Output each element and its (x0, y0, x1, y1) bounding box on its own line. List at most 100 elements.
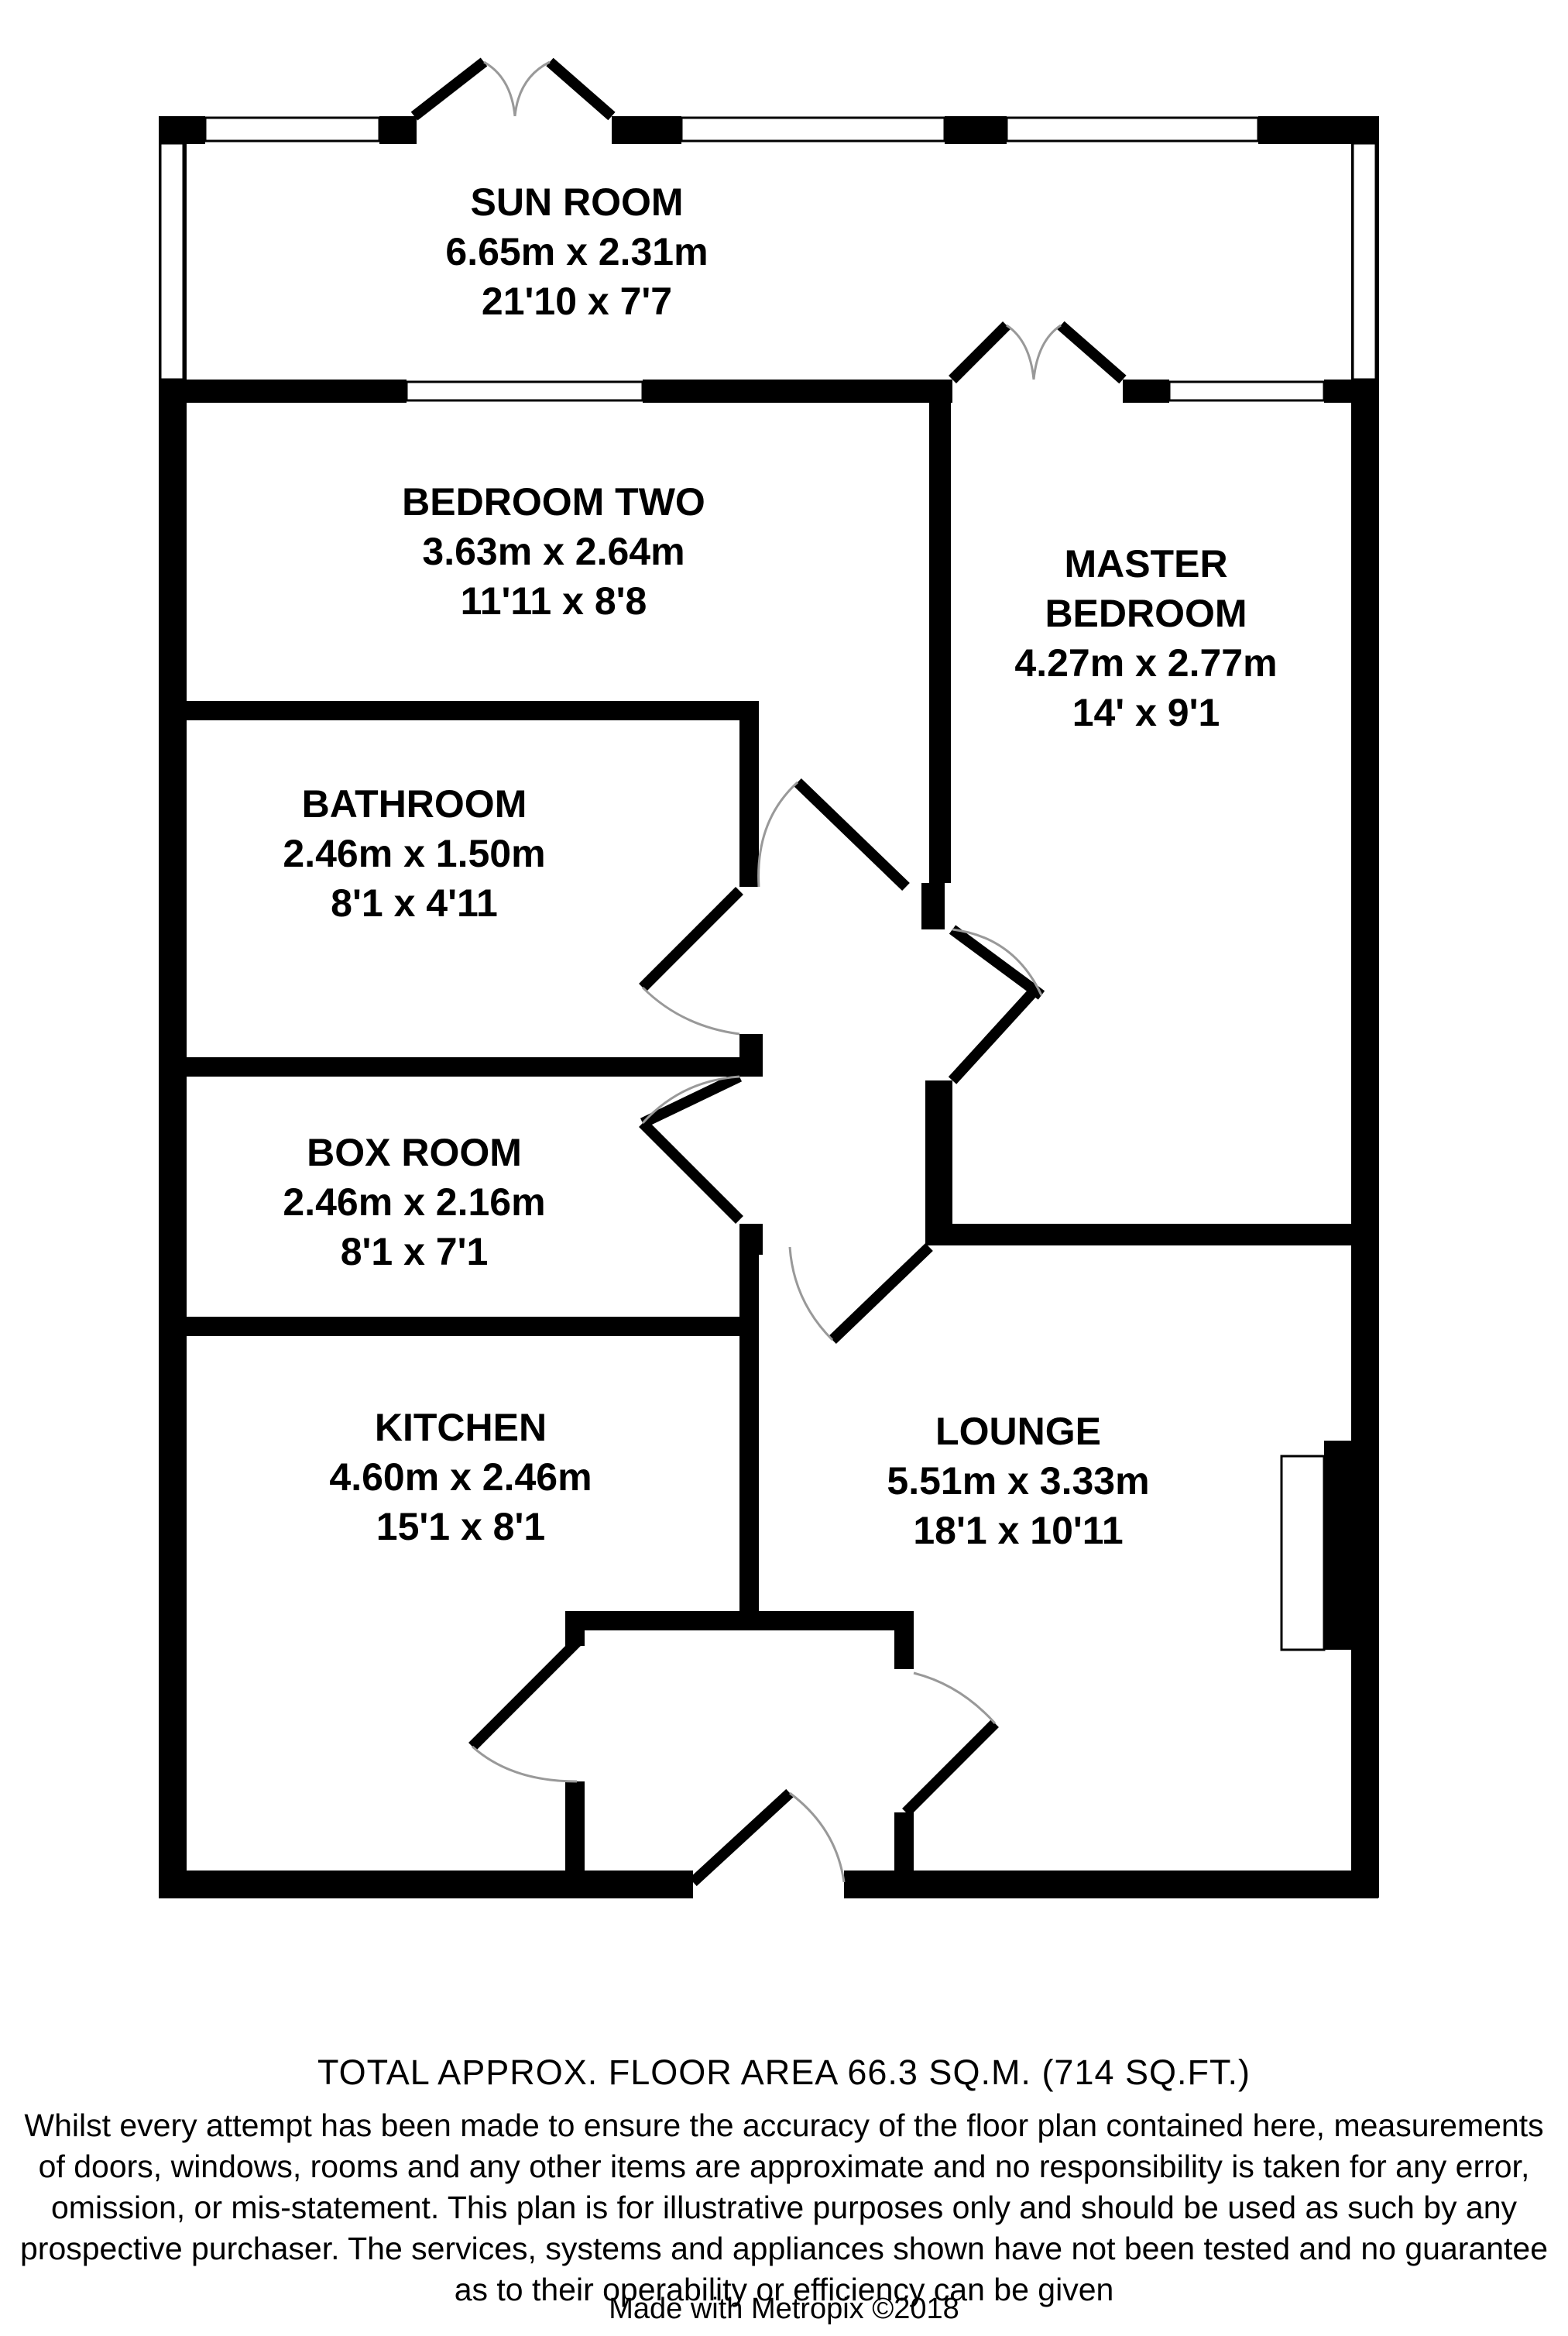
total-floor-area: TOTAL APPROX. FLOOR AREA 66.3 SQ.M. (714… (317, 2053, 1251, 2092)
room-size-imperial: 11'11 x 8'8 (461, 579, 647, 623)
room-label-bedroom-two: BEDROOM TWO 3.63m x 2.64m 11'11 x 8'8 (402, 480, 705, 623)
window (204, 116, 381, 143)
room-size-imperial: 21'10 x 7'7 (482, 280, 672, 323)
metropix-credit: Made with Metropix ©2018 (609, 2293, 959, 2325)
wall-segment (379, 116, 417, 144)
room-label-box-room: BOX ROOM 2.46m x 2.16m 8'1 x 7'1 (283, 1131, 545, 1273)
window (405, 380, 644, 402)
room-name: BEDROOM (1045, 592, 1247, 635)
room-size-metric: 3.63m x 2.64m (422, 530, 684, 573)
door-leaf (546, 57, 616, 121)
window (680, 116, 946, 143)
room-name: BOX ROOM (307, 1131, 522, 1174)
door-leaf (1057, 321, 1127, 384)
room-label-lounge: LOUNGE 5.51m x 3.33m 18'1 x 10'11 (887, 1410, 1149, 1552)
door-leaf (639, 887, 743, 991)
room-size-metric: 5.51m x 3.33m (887, 1459, 1149, 1503)
room-label-master-bedroom: MASTER BEDROOM 4.27m x 2.77m 14' x 9'1 (1014, 542, 1277, 734)
door-leaf (689, 1788, 794, 1887)
wall-segment (1351, 380, 1379, 1898)
door-swing (483, 60, 516, 117)
wall-segment (894, 1611, 914, 1669)
window (159, 142, 185, 381)
room-labels: SUN ROOM 6.65m x 2.31m 21'10 x 7'7BEDROOM … (283, 180, 1277, 1552)
door-leaf (949, 925, 1045, 1000)
wall-segment (159, 1871, 693, 1898)
disclaimer: Whilst every attempt has been made to en… (0, 2105, 1568, 2310)
room-name: SUN ROOM (471, 180, 684, 224)
room-label-sun-room: SUN ROOM 6.65m x 2.31m 21'10 x 7'7 (445, 180, 708, 323)
wall-segment (921, 883, 945, 929)
wall-segment (945, 116, 1007, 144)
disclaimer-line: omission, or mis-statement. This plan is… (50, 2190, 1517, 2225)
door-swing (1006, 324, 1035, 380)
wall-segment (565, 1611, 585, 1646)
door-swing (1032, 324, 1062, 380)
wall-segment (929, 380, 951, 883)
door-leaf (640, 1071, 743, 1128)
room-size-metric: 6.65m x 2.31m (445, 230, 708, 273)
disclaimer-line: prospective purchaser. The services, sys… (19, 2231, 1549, 2266)
disclaimer-line: as to their operability or efficiency ca… (454, 2272, 1114, 2307)
room-size-metric: 4.27m x 2.77m (1014, 641, 1277, 685)
door-leaf (829, 1242, 933, 1345)
room-size-imperial: 15'1 x 8'1 (376, 1505, 545, 1548)
door-swing (471, 1745, 578, 1783)
wall-segment (159, 701, 759, 720)
window (1005, 116, 1260, 143)
door-leaf (902, 1719, 999, 1816)
room-size-imperial: 8'1 x 4'11 (331, 881, 498, 925)
door-leaf (949, 321, 1010, 383)
room-size-metric: 4.60m x 2.46m (329, 1455, 592, 1499)
window (1351, 142, 1378, 381)
room-size-metric: 2.46m x 1.50m (283, 832, 545, 875)
door-swing (789, 1792, 846, 1883)
room-name: MASTER (1064, 542, 1227, 586)
fireplace (1280, 1455, 1355, 1651)
wall-segment (565, 1611, 914, 1630)
windows (159, 116, 1378, 402)
wall-segment (612, 116, 681, 144)
door-swing (513, 60, 551, 117)
room-size-metric: 2.46m x 2.16m (283, 1180, 545, 1224)
door-swing (757, 781, 799, 888)
wall-segment (159, 1057, 763, 1077)
room-name: LOUNGE (935, 1410, 1101, 1453)
wall-segment (739, 1239, 759, 1627)
door-swing (641, 986, 740, 1036)
room-label-kitchen: KITCHEN 4.60m x 2.46m 15'1 x 8'1 (329, 1406, 592, 1548)
door-swing (913, 1671, 997, 1725)
door-leaf (794, 778, 910, 891)
room-name: BATHROOM (302, 782, 527, 826)
room-name: BEDROOM TWO (402, 480, 705, 524)
room-size-imperial: 14' x 9'1 (1072, 691, 1220, 734)
wall-segment (739, 701, 759, 887)
door-leaf (948, 988, 1038, 1084)
walls (159, 116, 1379, 1898)
door-leaf (410, 57, 488, 121)
doors (410, 57, 1127, 1887)
wall-segment (1123, 380, 1169, 403)
room-label-bathroom: BATHROOM 2.46m x 1.50m 8'1 x 4'11 (283, 782, 545, 925)
room-size-imperial: 8'1 x 7'1 (341, 1230, 489, 1273)
firebox (1324, 1506, 1355, 1599)
door-leaf (468, 1638, 581, 1750)
wall-segment (159, 380, 187, 1898)
room-name: KITCHEN (375, 1406, 547, 1449)
disclaimer-line: Whilst every attempt has been made to en… (24, 2108, 1544, 2143)
door-leaf (639, 1119, 743, 1224)
door-swing (952, 928, 1043, 996)
hearth (1280, 1455, 1326, 1651)
disclaimer-line: of doors, windows, rooms and any other i… (38, 2149, 1530, 2184)
wall-segment (565, 1781, 585, 1882)
wall-segment (925, 1080, 952, 1243)
room-size-imperial: 18'1 x 10'11 (913, 1509, 1123, 1552)
wall-segment (159, 1317, 755, 1336)
door-swing (641, 1075, 740, 1125)
wall-segment (894, 1812, 914, 1882)
wall-segment (844, 1871, 1378, 1898)
wall-segment (643, 380, 952, 403)
door-swing (788, 1246, 834, 1341)
wall-segment (159, 380, 407, 403)
window (1168, 380, 1326, 402)
